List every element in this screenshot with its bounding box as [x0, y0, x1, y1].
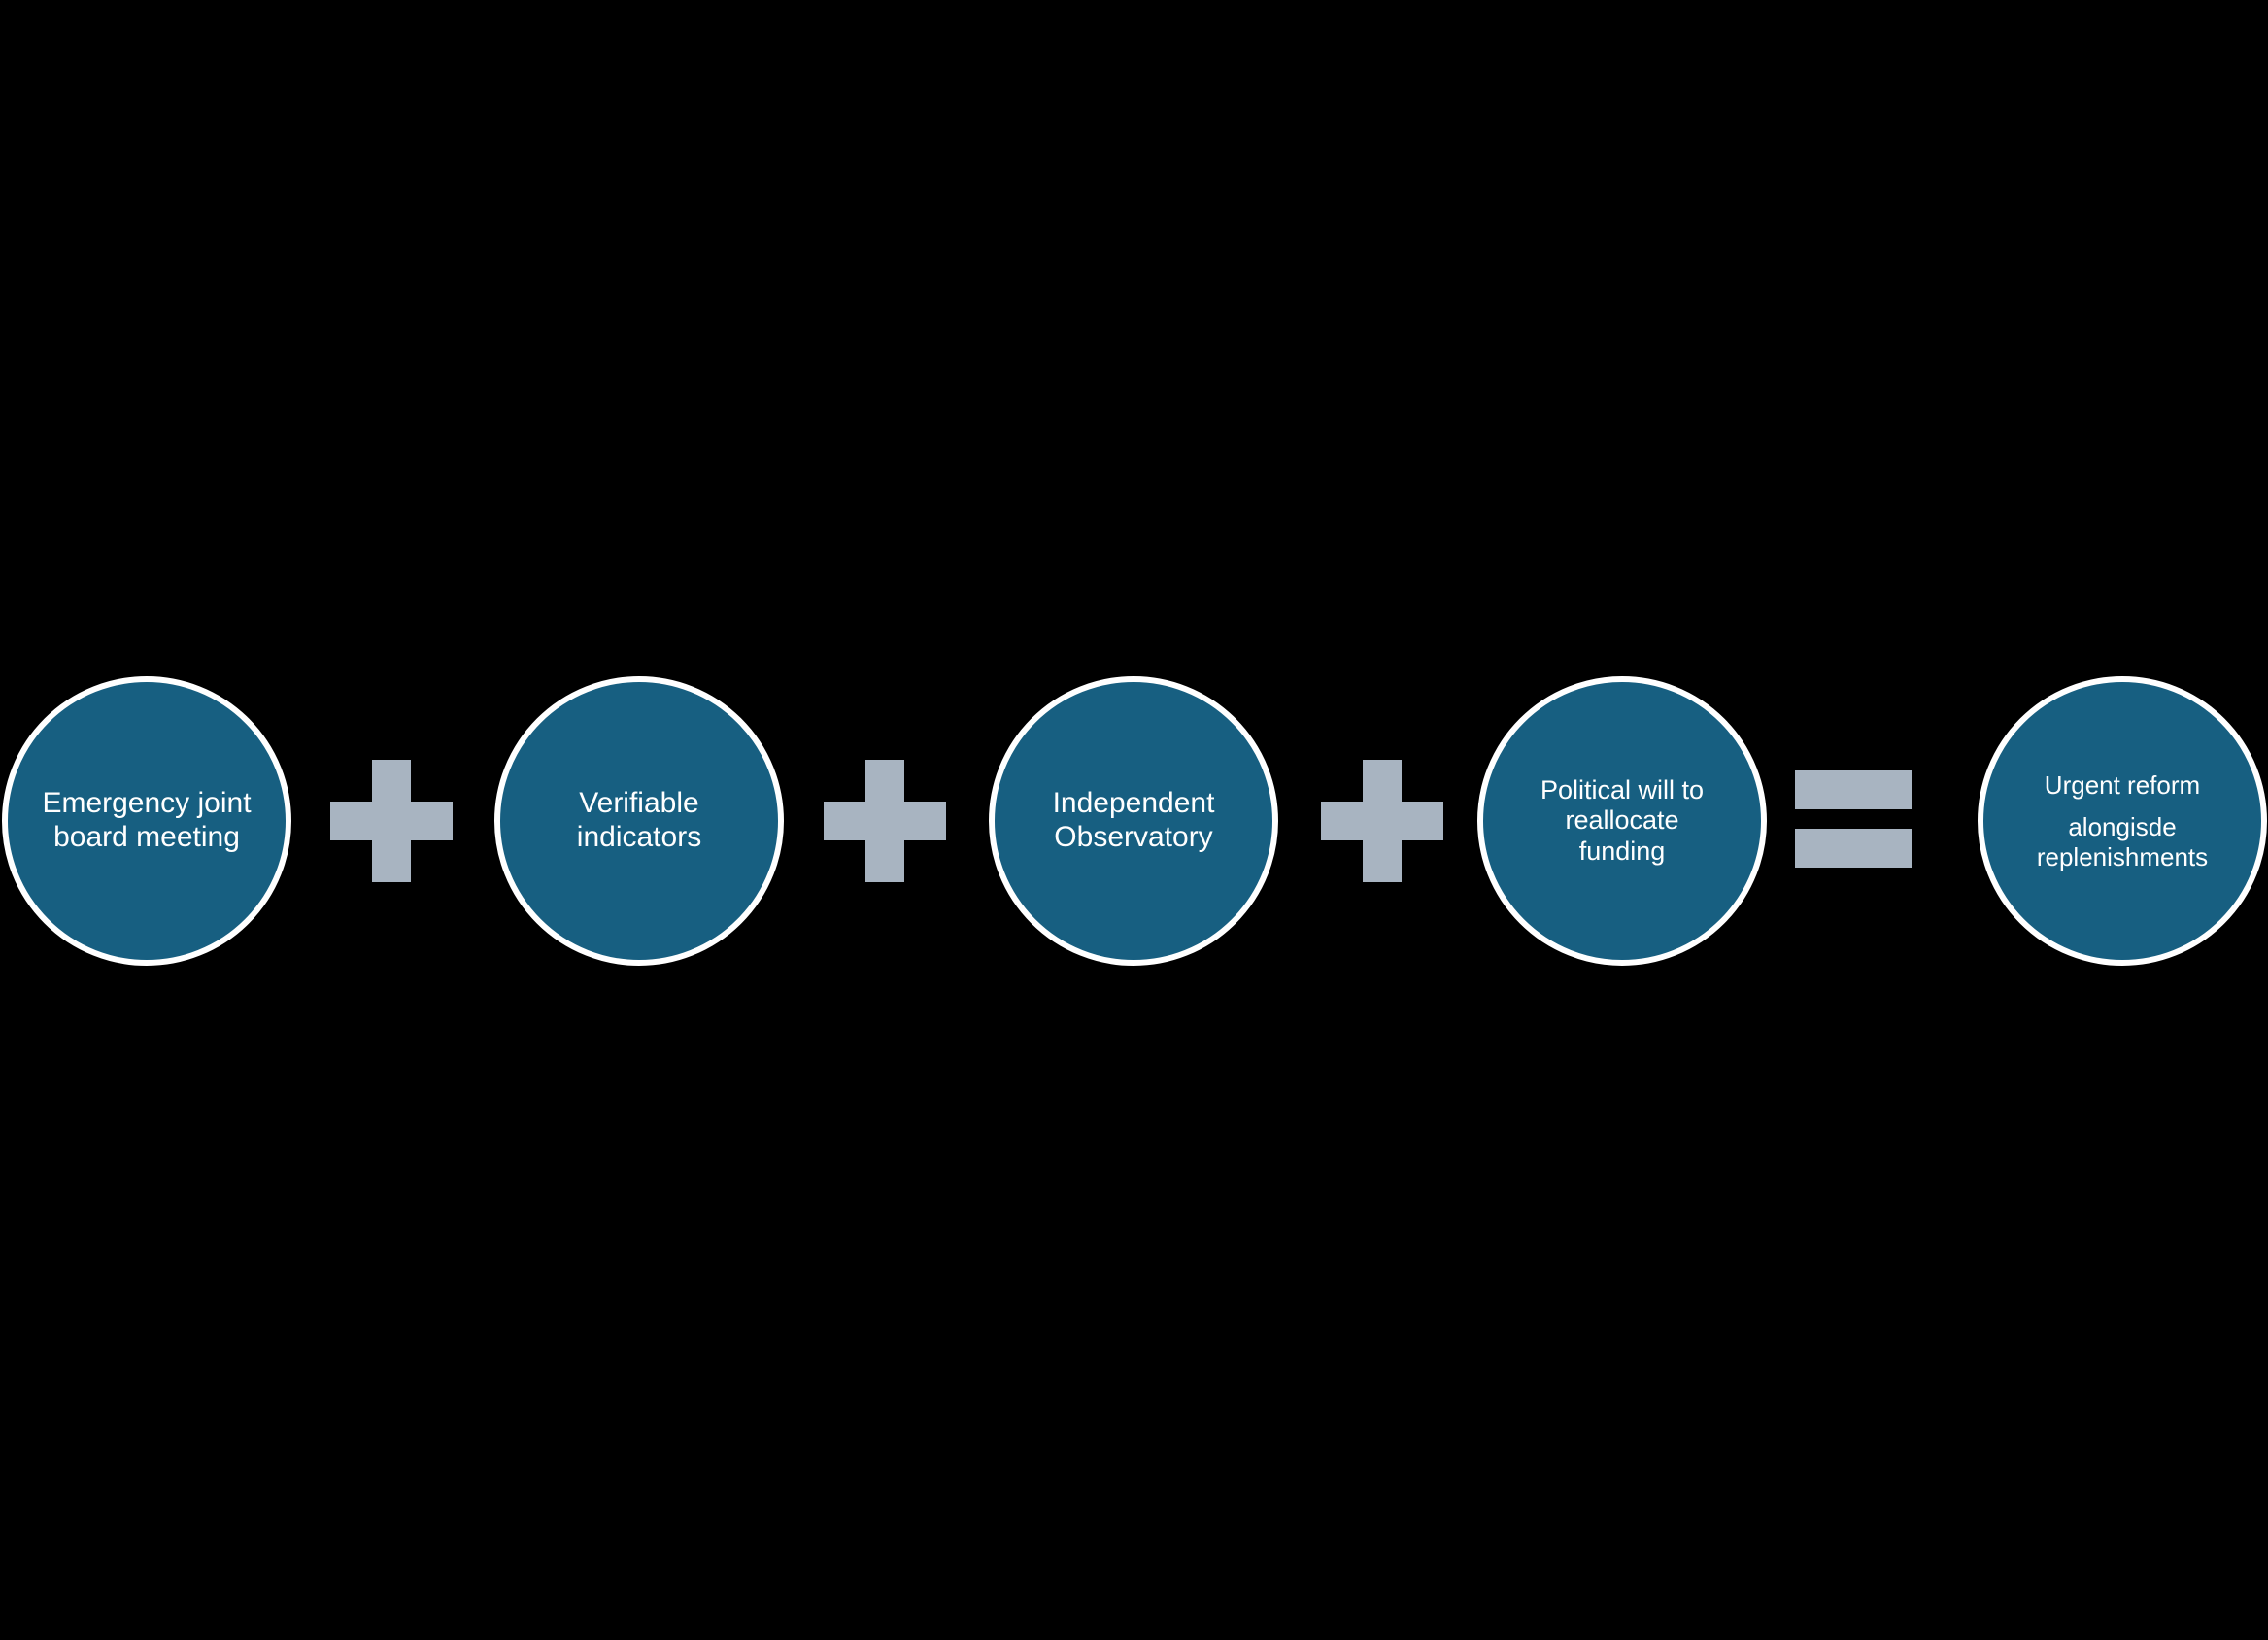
node-independent-observatory: Independent Observatory	[989, 676, 1278, 966]
equals-icon	[1795, 770, 1912, 868]
node-emergency-joint-board-meeting: Emergency joint board meeting	[2, 676, 291, 966]
node-label: Political will to reallocate funding	[1540, 775, 1705, 866]
node-verifiable-indicators: Verifiable indicators	[494, 676, 784, 966]
node-label: Verifiable indicators	[576, 787, 702, 853]
node-label: Independent Observatory	[1052, 787, 1215, 853]
plus-icon	[330, 760, 453, 882]
plus-icon	[1321, 760, 1443, 882]
node-label: Emergency joint board meeting	[42, 787, 252, 853]
plus-icon	[824, 760, 946, 882]
node-urgent-reform-alongisde-replenishments: Urgent reform alongisde replenishments	[1978, 676, 2267, 966]
node-political-will-to-reallocate-funding: Political will to reallocate funding	[1477, 676, 1767, 966]
node-label: alongisde replenishments	[2036, 812, 2209, 871]
node-label: Urgent reform	[2044, 770, 2201, 801]
